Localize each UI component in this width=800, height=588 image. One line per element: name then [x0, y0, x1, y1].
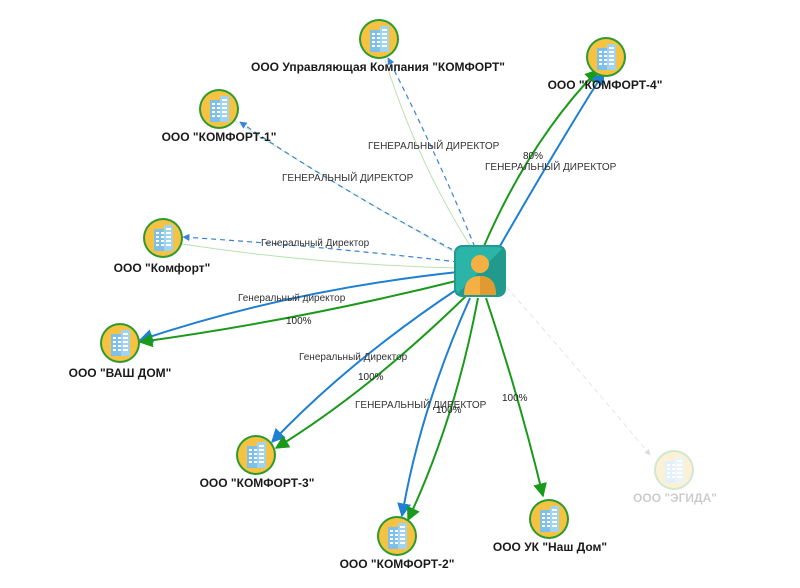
company-label: ООО "КОМФОРТ-2"	[340, 557, 455, 571]
company-node-k3[interactable]: ООО "КОМФОРТ-3"	[200, 435, 315, 490]
company-node-k4[interactable]: ООО "КОМФОРТ-4"	[548, 37, 663, 92]
company-label: ООО УК "Наш Дом"	[493, 540, 607, 554]
edge-label-k1-director: ГЕНЕРАЛЬНЫЙ ДИРЕКТОР	[282, 171, 414, 184]
building-icon	[586, 37, 626, 77]
company-label: ООО Управляющая Компания "КОМФОРТ"	[251, 60, 505, 74]
person-node[interactable]	[454, 245, 506, 297]
building-icon	[359, 19, 399, 59]
edges	[138, 57, 651, 522]
edge-label-nash-share: 100%	[502, 393, 528, 404]
building-icon	[377, 516, 417, 556]
company-node-nash[interactable]: ООО УК "Наш Дом"	[493, 499, 607, 554]
company-label: ООО "КОМФОРТ-4"	[548, 78, 663, 92]
edge-k2-share	[407, 297, 479, 522]
edge-k1-director	[239, 121, 469, 259]
link-komf-thin	[181, 243, 461, 269]
edge-nash-share	[485, 297, 547, 498]
edge-vash-director	[138, 271, 459, 343]
edge-k3-share	[274, 293, 469, 449]
edge-label-k3-director: Генеральный Директор	[299, 352, 408, 363]
company-label: ООО "Комфорт"	[114, 261, 211, 275]
company-node-k2[interactable]: ООО "КОМФОРТ-2"	[340, 516, 455, 571]
company-node-k1[interactable]: ООО "КОМФОРТ-1"	[162, 89, 277, 144]
edge-label-k2-share: 100%	[436, 405, 462, 416]
company-node-vash[interactable]: ООО "ВАШ ДОМ"	[69, 323, 172, 380]
building-icon	[236, 435, 276, 475]
edge-vash-share	[138, 279, 461, 348]
edge-upr-director	[387, 57, 479, 256]
company-label: ООО "ВАШ ДОМ"	[69, 366, 172, 380]
link-egida-faded	[499, 279, 651, 456]
edge-label-k3-share: 100%	[358, 372, 384, 383]
building-icon	[654, 450, 694, 490]
person-icon	[456, 247, 504, 295]
company-node-egida[interactable]: ООО "ЭГИДА"	[633, 450, 717, 505]
edge-label-k4-director: ГЕНЕРАЛЬНЫЙ ДИРЕКТОР	[485, 160, 617, 173]
company-node-komf[interactable]: ООО "Комфорт"	[114, 218, 211, 275]
company-node-upr[interactable]: ООО Управляющая Компания "КОМФОРТ"	[251, 19, 505, 74]
building-icon	[100, 323, 140, 363]
edge-labels: ГЕНЕРАЛЬНЫЙ ДИРЕКТОР ГЕНЕРАЛЬНЫЙ ДИРЕКТО…	[238, 139, 617, 416]
company-label: ООО "ЭГИДА"	[633, 491, 717, 505]
building-icon	[143, 218, 183, 258]
edge-k4-share	[483, 68, 599, 247]
building-icon	[529, 499, 569, 539]
company-label: ООО "КОМФОРТ-3"	[200, 476, 315, 490]
edge-label-k4-share: 80%	[523, 151, 543, 162]
edge-label-vash-share: 100%	[286, 316, 312, 327]
edge-label-k2-director: ГЕНЕРАЛЬНЫЙ ДИРЕКТОР	[355, 398, 487, 411]
edge-label-komf-director: Генеральный Директор	[261, 238, 370, 249]
edge-label-upr-director: ГЕНЕРАЛЬНЫЙ ДИРЕКТОР	[368, 139, 500, 152]
edge-label-vash-director: Генеральный директор	[238, 293, 346, 304]
edge-k2-director	[397, 297, 471, 518]
company-label: ООО "КОМФОРТ-1"	[162, 130, 277, 144]
link-upr-thin	[384, 59, 479, 259]
edge-k4-director	[499, 70, 605, 247]
edge-komf-director	[182, 233, 459, 263]
building-icon	[199, 89, 239, 129]
edge-k3-director	[271, 285, 463, 444]
